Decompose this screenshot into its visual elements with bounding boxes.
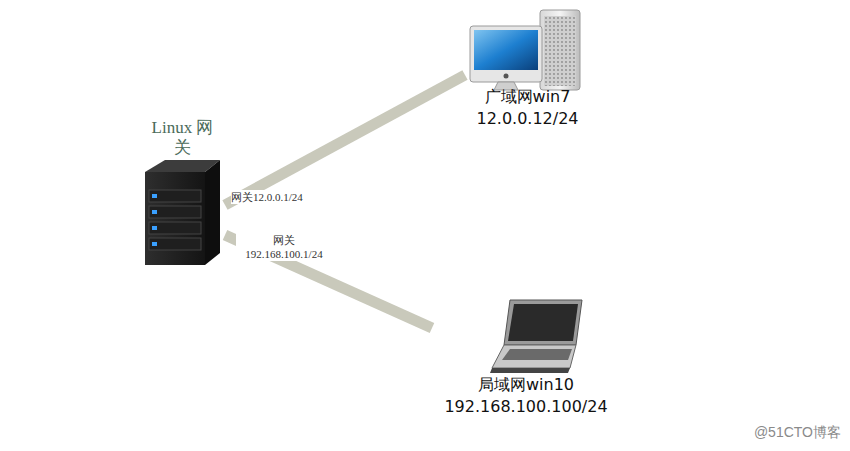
node-title: Linux 网关: [152, 118, 214, 158]
gateway-server: Linux 网关: [140, 118, 225, 268]
watermark: @51CTO博客: [754, 424, 841, 442]
node-title: 局域网win10: [432, 374, 620, 396]
gateway-address: 网关12.0.0.1/24: [231, 190, 303, 204]
lan-laptop: 局域网win10192.168.100.100/24: [432, 292, 620, 422]
ip-address: 192.168.100.100/24: [432, 396, 620, 418]
ip-address: 12.0.0.12/24: [465, 108, 590, 130]
node-title: 广域网win7: [465, 86, 590, 108]
network-link: [225, 75, 465, 205]
wan-computer: 广域网win712.0.0.12/24: [465, 8, 590, 134]
desktop-computer-icon: [470, 10, 580, 90]
server-icon: [145, 160, 220, 265]
gateway-address: 网关 192.168.100.1/24: [236, 233, 332, 261]
laptop-icon: [490, 300, 582, 373]
